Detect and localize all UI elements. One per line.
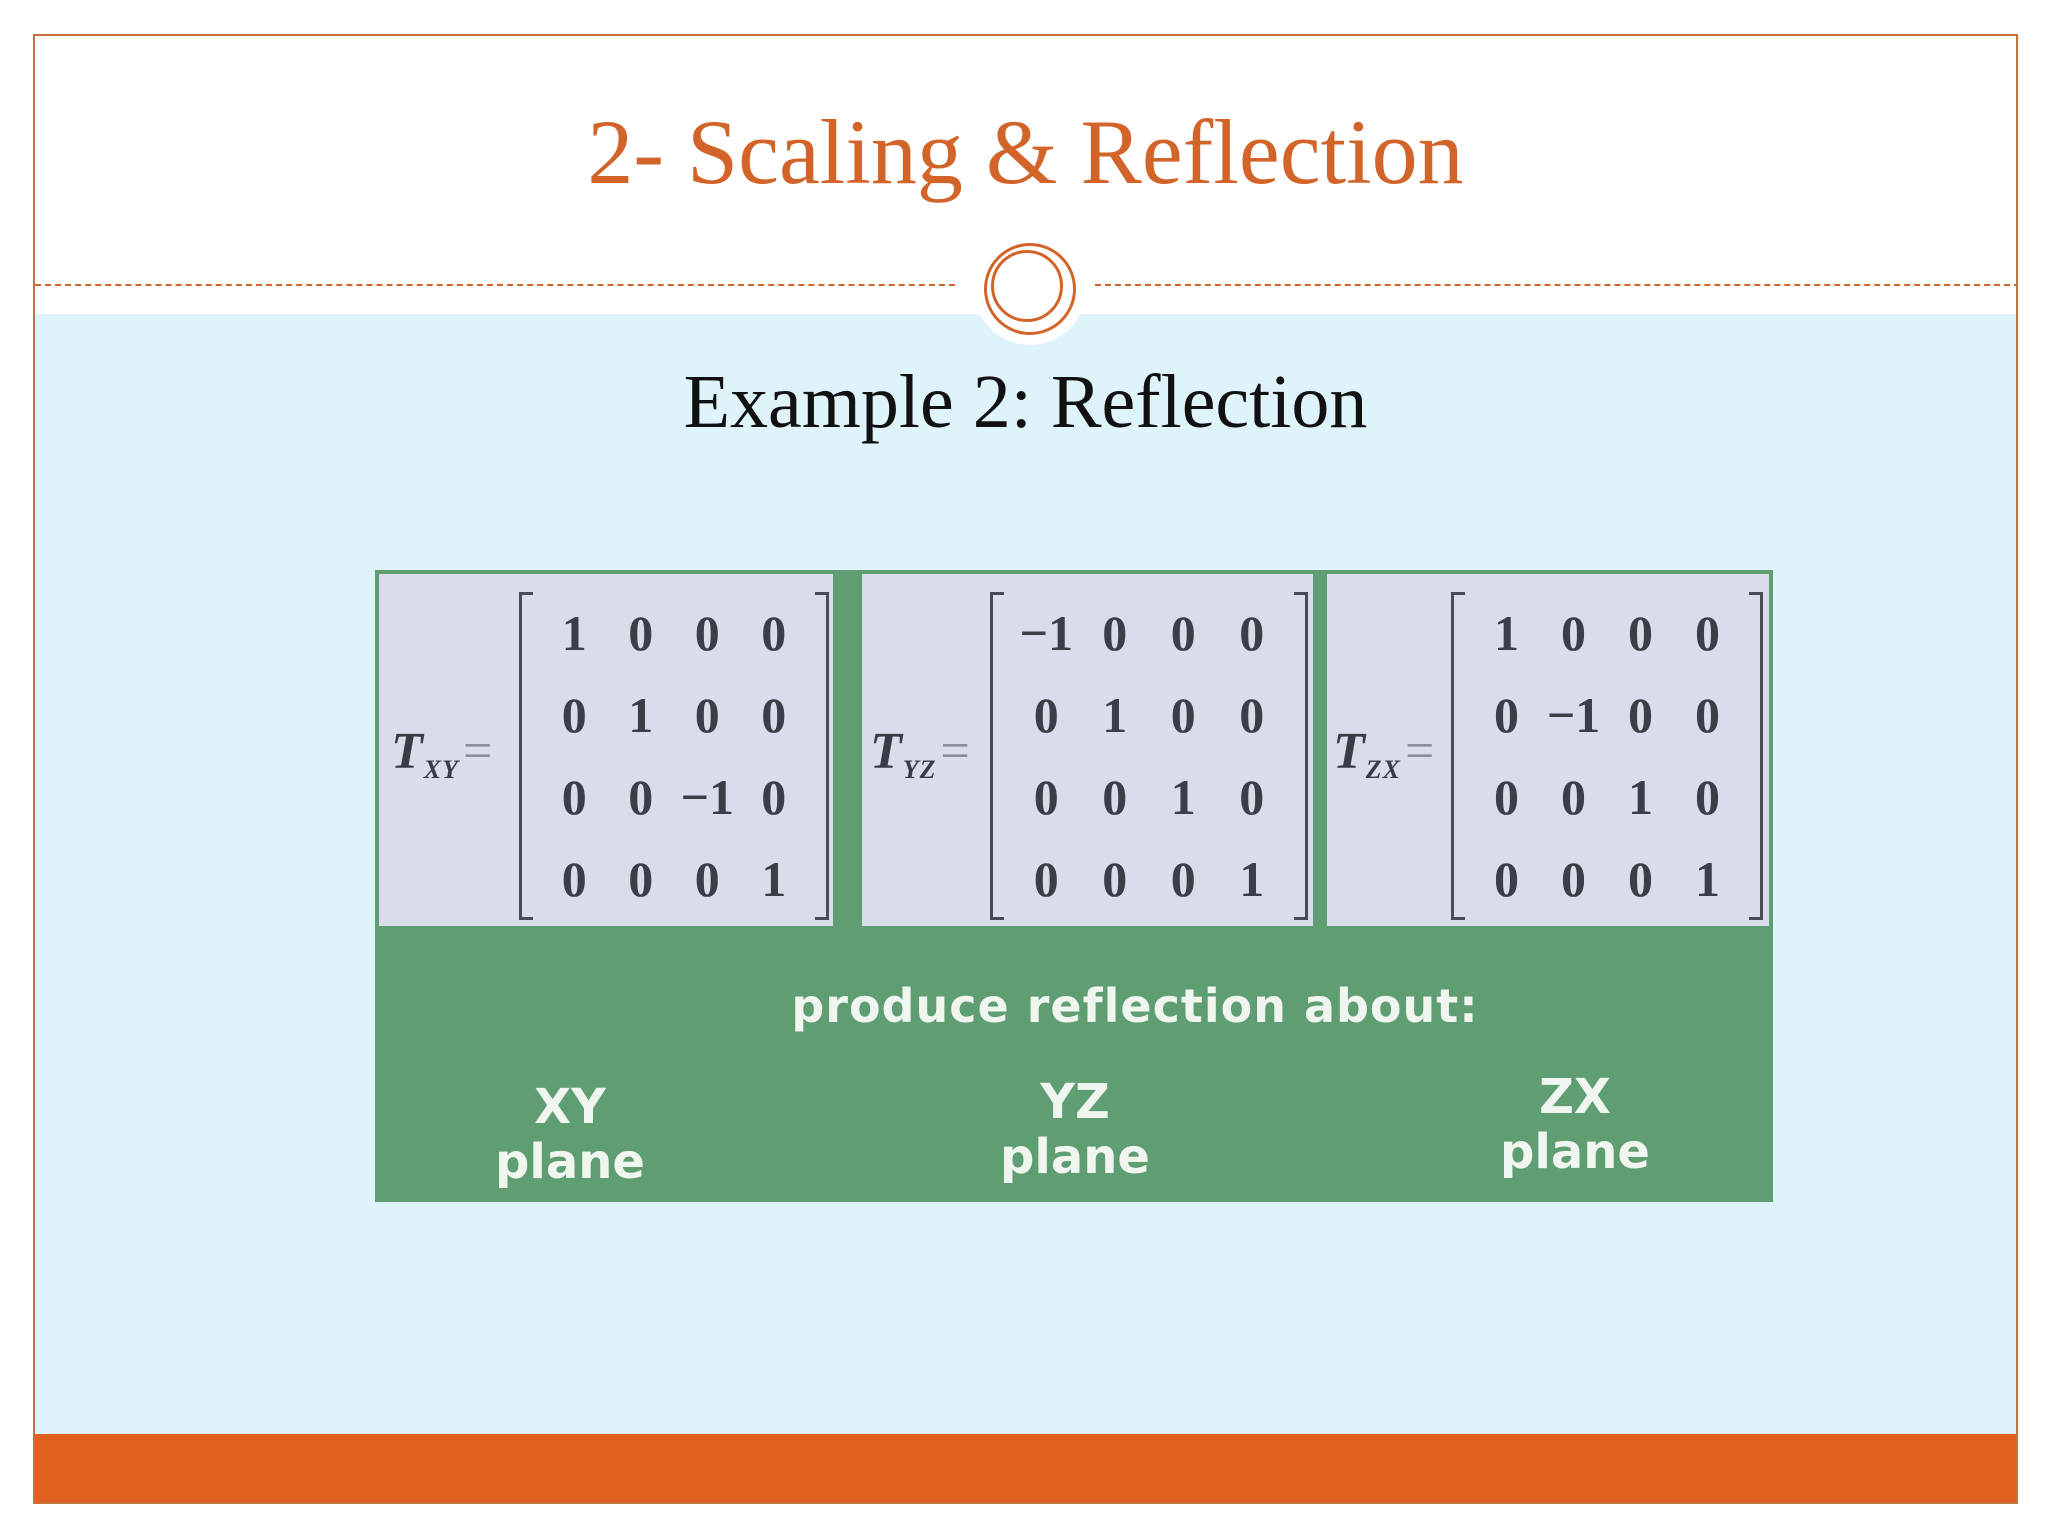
- matrix-cell: 0: [694, 687, 720, 743]
- matrix-grid: 1 0 0 0 0 1 0 0 0 0 −1 0 0 0 0 1: [541, 592, 807, 920]
- matrix-subscript: XY: [423, 755, 459, 784]
- right-bracket: [1294, 592, 1308, 920]
- matrix-cell: 0: [561, 687, 587, 743]
- matrix-cell: 0: [1561, 769, 1586, 825]
- matrix-cell: 0: [561, 851, 587, 907]
- matrix-panel-zx: TZX= 1 0 0 0 0 −1 0 0 0 0 1 0 0: [1327, 574, 1769, 926]
- matrix-cell: 0: [1494, 769, 1519, 825]
- matrix-xy: 1 0 0 0 0 1 0 0 0 0 −1 0 0 0 0 1: [519, 592, 829, 920]
- matrix-symbol: T: [391, 723, 424, 780]
- matrix-cell: 0: [1494, 851, 1519, 907]
- matrix-cell: 0: [1102, 851, 1128, 907]
- matrix-cell: 0: [1170, 851, 1196, 907]
- matrix-cell: 1: [1494, 605, 1519, 661]
- matrix-cell: 0: [1170, 687, 1196, 743]
- matrix-cell: 0: [1239, 605, 1265, 661]
- matrix-cell: 0: [628, 769, 654, 825]
- matrix-cell: 0: [1239, 687, 1265, 743]
- matrix-cell: 0: [1628, 687, 1653, 743]
- matrix-label-yz: TYZ=: [870, 722, 971, 785]
- plane-word: plane: [1000, 1129, 1150, 1186]
- plane-word: plane: [1500, 1124, 1650, 1181]
- matrix-cell: 0: [1695, 769, 1720, 825]
- matrix-cell: 0: [1102, 605, 1128, 661]
- matrix-label-xy: TXY=: [391, 722, 493, 785]
- equals-sign: =: [1405, 723, 1436, 780]
- title-divider-left: [35, 284, 955, 286]
- matrix-symbol: T: [1333, 723, 1366, 780]
- matrix-cell: 0: [1628, 851, 1653, 907]
- matrix-cell: 0: [1628, 605, 1653, 661]
- equals-sign: =: [463, 723, 494, 780]
- bottom-accent-bar: [35, 1434, 2016, 1502]
- left-bracket: [990, 592, 1004, 920]
- matrix-grid: 1 0 0 0 0 −1 0 0 0 0 1 0 0 0 0 1: [1473, 592, 1741, 920]
- matrix-cell: 0: [1033, 851, 1059, 907]
- plane-word: plane: [495, 1134, 645, 1191]
- matrix-cell: 0: [1033, 687, 1059, 743]
- matrix-cell: 0: [1170, 605, 1196, 661]
- matrix-cell: 0: [761, 687, 787, 743]
- left-bracket: [1451, 592, 1465, 920]
- matrix-symbol: T: [870, 723, 903, 780]
- matrix-subscript: YZ: [902, 755, 937, 784]
- matrix-subscript: ZX: [1365, 755, 1401, 784]
- matrix-cell: 0: [628, 851, 654, 907]
- matrix-cell: 1: [1239, 851, 1265, 907]
- matrix-cell: 0: [694, 851, 720, 907]
- plane-axis: XY: [534, 1079, 606, 1135]
- matrix-cell: 1: [761, 851, 787, 907]
- matrix-cell: 0: [694, 605, 720, 661]
- matrix-label-zx: TZX=: [1333, 722, 1435, 785]
- reflection-caption: produce reflection about:: [791, 979, 1479, 1033]
- plane-label-xy: XY plane: [420, 1079, 720, 1191]
- ornament-inner-ring: [991, 250, 1063, 322]
- matrix-cell: 0: [628, 605, 654, 661]
- matrix-grid: −1 0 0 0 0 1 0 0 0 0 1 0 0 0 0 1: [1012, 592, 1286, 920]
- matrix-cell: 0: [1033, 769, 1059, 825]
- title-divider-right: [1095, 284, 2016, 286]
- circle-ornament-icon: [974, 233, 1086, 345]
- slide-subtitle: Example 2: Reflection: [683, 360, 1368, 444]
- matrix-cell: 1: [1628, 769, 1653, 825]
- matrix-panel-xy: TXY= 1 0 0 0 0 1 0 0 0 0 −1 0 0: [379, 574, 833, 926]
- matrix-cell: 0: [761, 605, 787, 661]
- matrix-cell: 0: [761, 769, 787, 825]
- right-bracket: [1749, 592, 1763, 920]
- matrix-cell: −1: [1546, 687, 1601, 743]
- matrix-cell: 0: [1102, 769, 1128, 825]
- matrix-cell: 1: [1695, 851, 1720, 907]
- matrix-cell: −1: [680, 769, 735, 825]
- matrix-cell: 0: [1494, 687, 1519, 743]
- left-bracket: [519, 592, 533, 920]
- matrix-panel-yz: TYZ= −1 0 0 0 0 1 0 0 0 0 1 0 0: [862, 574, 1313, 926]
- equals-sign: =: [940, 723, 971, 780]
- matrix-cell: 0: [1695, 605, 1720, 661]
- reflection-matrices-figure: TXY= 1 0 0 0 0 1 0 0 0 0 −1 0 0: [375, 570, 1773, 1202]
- matrix-cell: 1: [628, 687, 654, 743]
- matrix-zx: 1 0 0 0 0 −1 0 0 0 0 1 0 0 0 0 1: [1451, 592, 1763, 920]
- matrix-cell: 0: [1561, 605, 1586, 661]
- matrix-cell: −1: [1019, 605, 1074, 661]
- matrix-cell: 0: [1695, 687, 1720, 743]
- matrix-cell: 0: [561, 769, 587, 825]
- plane-label-yz: YZ plane: [925, 1074, 1225, 1186]
- slide: 2- Scaling & Reflection Example 2: Refle…: [33, 34, 2018, 1504]
- matrix-cell: 1: [1102, 687, 1128, 743]
- plane-label-zx: ZX plane: [1425, 1069, 1725, 1181]
- matrix-cell: 0: [1239, 769, 1265, 825]
- plane-axis: YZ: [1040, 1074, 1110, 1130]
- plane-axis: ZX: [1539, 1069, 1611, 1125]
- matrix-yz: −1 0 0 0 0 1 0 0 0 0 1 0 0 0 0 1: [990, 592, 1308, 920]
- matrix-cell: 0: [1561, 851, 1586, 907]
- right-bracket: [815, 592, 829, 920]
- matrix-cell: 1: [1170, 769, 1196, 825]
- slide-title: 2- Scaling & Reflection: [587, 101, 1464, 203]
- matrix-cell: 1: [561, 605, 587, 661]
- ornament-outer-ring: [984, 243, 1076, 335]
